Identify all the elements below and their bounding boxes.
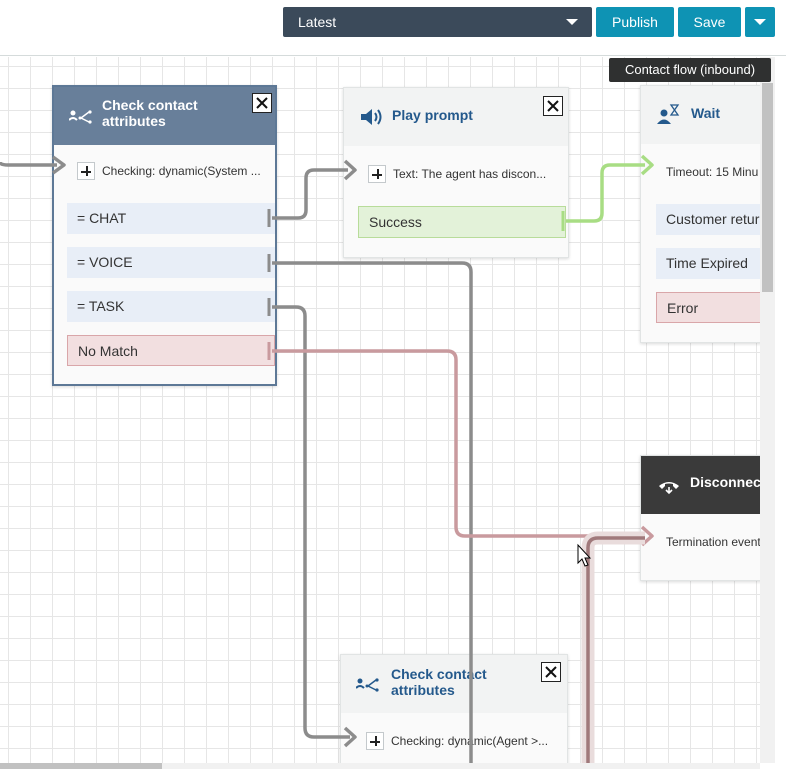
version-select-value: Latest [298,14,337,30]
entry-text: Checking: dynamic(System ... [102,164,261,178]
close-icon[interactable] [543,96,563,116]
expand-icon[interactable] [77,162,95,180]
play-prompt-block[interactable]: Play prompt Text: The agent has discon..… [343,87,569,258]
connector-into-check-attributes [0,161,57,167]
chevron-down-icon [566,19,578,25]
mouse-cursor [577,543,592,567]
flow-canvas[interactable]: Check contact attributes Checking: dynam… [0,57,760,763]
version-select[interactable]: Latest [283,7,592,37]
branch-icon [356,678,379,692]
connector-no-match [272,349,645,538]
branch-chat[interactable]: = CHAT [67,203,275,234]
close-icon[interactable] [541,662,561,682]
branch-time-expired[interactable]: Time Expired [656,248,760,279]
wait-block[interactable]: Wait Timeout: 15 Minu Customer retur Tim… [640,85,760,343]
connector-success [566,163,645,223]
speaker-icon [361,109,382,125]
block-title: Check contact attributes [391,666,487,698]
branch-icon [69,110,92,124]
block-title: Check contact attributes [102,97,198,129]
save-button[interactable]: Save [678,7,741,37]
block-title: Play prompt [392,107,473,123]
save-options-button[interactable] [745,7,775,37]
block-header: Check contact attributes [341,655,567,713]
disconnect-block[interactable]: Disconnec Termination event [640,455,760,581]
toolbar: Latest Publish Save [0,0,786,56]
block-title: Wait [691,105,721,121]
chevron-down-icon [754,19,766,25]
scrollbar-thumb[interactable] [0,763,162,769]
flow-type-tooltip: Contact flow (inbound) [609,58,771,82]
close-icon[interactable] [252,93,272,113]
right-edge [775,57,786,769]
branch-voice[interactable]: = VOICE [67,247,275,278]
wait-icon [657,104,680,124]
expand-icon[interactable] [368,165,386,183]
connector-highlight [581,531,645,763]
vertical-scrollbar[interactable] [760,57,775,763]
expand-icon[interactable] [366,732,384,750]
connector-task [272,305,350,739]
check-contact-attributes-block-2[interactable]: Check contact attributes Checking: dynam… [340,654,568,763]
hang-up-icon [659,482,679,495]
horizontal-scrollbar[interactable] [0,763,760,769]
entry-text: Checking: dynamic(Agent >... [391,734,549,748]
entry-text: Text: The agent has discon... [393,167,547,181]
entry-text: Timeout: 15 Minu [666,165,759,179]
connector-chat [272,168,348,220]
check-contact-attributes-block[interactable]: Check contact attributes Checking: dynam… [52,85,277,386]
connector-from-below [586,536,645,763]
entry-text: Termination event [666,535,760,549]
branch-success[interactable]: Success [358,206,566,238]
block-title: Disconnec [690,474,760,490]
branch-task[interactable]: = TASK [67,291,275,322]
publish-button[interactable]: Publish [596,7,674,37]
branch-customer-returned[interactable]: Customer retur [656,204,760,235]
branch-no-match[interactable]: No Match [67,335,275,366]
block-header: Play prompt [344,88,568,146]
block-header: Disconnec [641,456,760,514]
scrollbar-thumb[interactable] [762,83,773,292]
branch-error[interactable]: Error [656,292,760,323]
block-header: Check contact attributes [54,87,275,145]
block-header: Wait [641,86,760,144]
